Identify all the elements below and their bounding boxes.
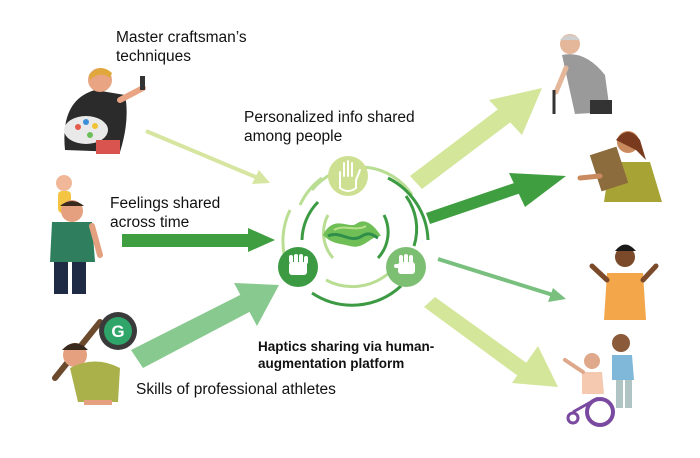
label-personalized-info: Personalized info shared among people (244, 109, 415, 145)
fist-icon (289, 254, 308, 275)
arrow-hub-to-elder (410, 88, 542, 189)
person-gesturing (589, 244, 659, 320)
athlete-logo-g-icon: G (99, 312, 137, 350)
label-craftsman: Master craftsman’s techniques (116, 29, 247, 65)
label-feelings: Feelings shared across time (110, 195, 221, 231)
person-wheelchair-pair (563, 334, 634, 427)
arrow-hub-to-gesturer (437, 257, 566, 302)
arrow-athletes-to-hub (131, 283, 279, 368)
person-baseball-player: G (52, 312, 137, 405)
hub-rings (281, 165, 430, 307)
person-craftsman (64, 67, 146, 154)
label-athletes: Skills of professional athletes (136, 381, 336, 398)
svg-text:G: G (111, 322, 124, 341)
open-hand-icon (339, 160, 361, 192)
hub-wave-logo (323, 221, 381, 247)
person-elderly-with-cane (552, 34, 612, 114)
node-open-hand (328, 156, 368, 196)
arrow-hub-to-wheelchair (424, 297, 558, 387)
arrow-craftsman-to-hub (145, 129, 270, 184)
node-raised-fist (386, 247, 426, 287)
person-father-with-child (50, 175, 103, 294)
raised-fist-icon (394, 254, 415, 274)
label-platform: Haptics sharing via human- augmentation … (258, 339, 435, 371)
arrow-feelings-to-hub (122, 228, 275, 252)
arrow-hub-to-presenter (426, 173, 566, 224)
person-presenter-with-board (577, 131, 662, 202)
node-fist (278, 247, 318, 287)
